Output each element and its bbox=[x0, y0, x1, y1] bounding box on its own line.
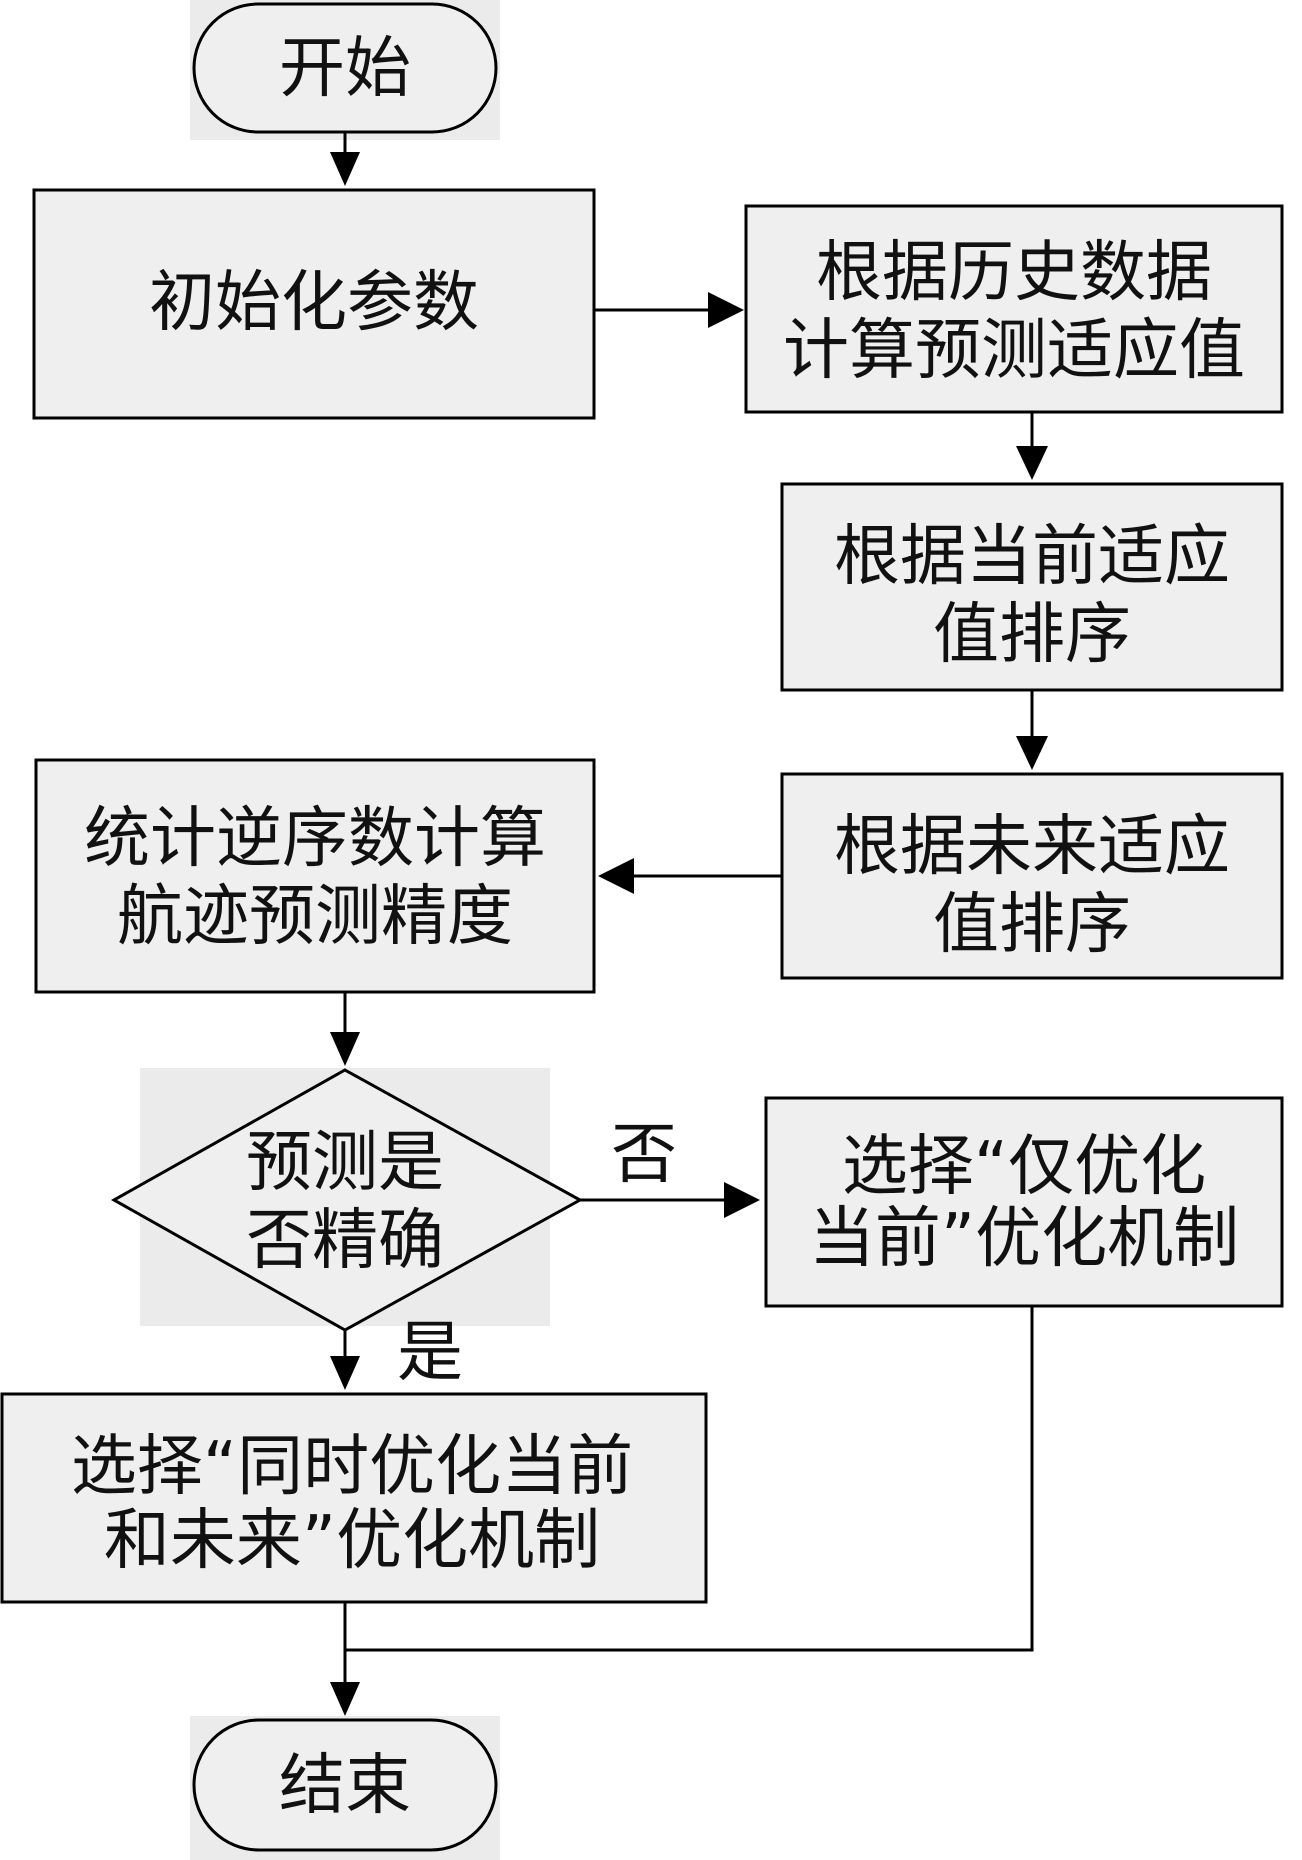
both-line1: 选择“同时优化当前 bbox=[71, 1428, 633, 1505]
predict-fitness-line2: 计算预测适应值 bbox=[783, 312, 1245, 389]
decision-line1: 预测是 bbox=[246, 1124, 444, 1201]
edge-sort-current-to-sort-future bbox=[1016, 690, 1048, 770]
edge-merge-to-end bbox=[330, 1306, 1034, 1716]
both-node: 选择“同时优化当前 和未来”优化机制 bbox=[0, 1392, 708, 1604]
edge-start-to-init bbox=[330, 132, 360, 186]
edge-predict-to-sort-current bbox=[1016, 412, 1048, 480]
edge-decision-no: 否 bbox=[580, 1116, 760, 1218]
predict-fitness-line1: 根据历史数据 bbox=[816, 234, 1212, 311]
sort-current-node: 根据当前适应 值排序 bbox=[780, 482, 1284, 692]
edge-init-to-predict bbox=[594, 292, 744, 328]
predict-fitness-node: 根据历史数据 计算预测适应值 bbox=[744, 204, 1284, 414]
edge-count-to-decision bbox=[330, 992, 360, 1066]
count-inversions-node: 统计逆序数计算 航迹预测精度 bbox=[34, 758, 596, 994]
edge-sort-future-to-count bbox=[598, 858, 782, 894]
sort-future-line1: 根据未来适应 bbox=[834, 808, 1230, 885]
only-current-line2: 当前”优化机制 bbox=[809, 1200, 1239, 1277]
both-line2: 和未来”优化机制 bbox=[104, 1502, 600, 1579]
init-params-label: 初始化参数 bbox=[149, 264, 479, 341]
sort-current-line2: 值排序 bbox=[933, 596, 1131, 673]
start-label: 开始 bbox=[279, 30, 411, 107]
only-current-line1: 选择“仅优化 bbox=[842, 1128, 1206, 1205]
end-label: 结束 bbox=[279, 1747, 411, 1824]
edge-label-no: 否 bbox=[611, 1116, 677, 1193]
init-params-node: 初始化参数 bbox=[32, 188, 596, 420]
decision-node: 预测是 否精确 bbox=[110, 1068, 584, 1332]
decision-line2: 否精确 bbox=[246, 1202, 444, 1279]
sort-future-line2: 值排序 bbox=[933, 886, 1131, 963]
start-node: 开始 bbox=[190, 0, 500, 140]
edge-decision-yes: 是 bbox=[330, 1314, 463, 1391]
end-node: 结束 bbox=[190, 1716, 500, 1860]
sort-future-node: 根据未来适应 值排序 bbox=[780, 772, 1284, 980]
only-current-node: 选择“仅优化 当前”优化机制 bbox=[764, 1096, 1284, 1308]
count-inversions-line2: 航迹预测精度 bbox=[117, 878, 513, 955]
edge-label-yes: 是 bbox=[397, 1314, 463, 1391]
sort-current-line1: 根据当前适应 bbox=[834, 518, 1230, 595]
count-inversions-line1: 统计逆序数计算 bbox=[84, 800, 546, 877]
